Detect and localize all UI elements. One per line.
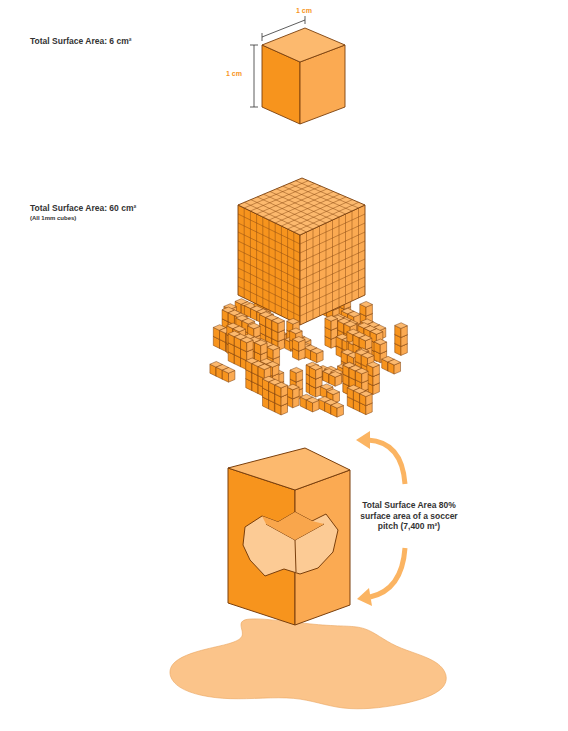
small-cube-top-face bbox=[360, 391, 373, 397]
divided-cube bbox=[210, 178, 407, 417]
grid-line bbox=[352, 211, 353, 301]
grid-line bbox=[238, 277, 300, 307]
dimension-line bbox=[262, 20, 305, 37]
dimension-tick bbox=[250, 107, 258, 108]
grid-line bbox=[238, 250, 300, 280]
arrow-head bbox=[357, 588, 372, 606]
grid-line bbox=[288, 200, 353, 229]
cube-of-small-cubes bbox=[238, 178, 365, 325]
small-cube-top-face bbox=[325, 315, 338, 321]
grid-line bbox=[281, 226, 282, 316]
small-cube-top-face bbox=[248, 323, 261, 329]
small-cube-top-face bbox=[306, 397, 319, 403]
small-cube-top-face bbox=[258, 364, 271, 370]
dimension-tick bbox=[305, 16, 306, 24]
small-cube-top-face bbox=[267, 344, 280, 350]
small-cube-top-face bbox=[367, 362, 380, 368]
grid-line bbox=[300, 268, 365, 298]
grid-line bbox=[345, 214, 346, 304]
small-cube-top-face bbox=[360, 301, 373, 307]
dimension-label: 1 cm bbox=[296, 7, 312, 16]
grid-line bbox=[358, 208, 359, 298]
small-cube-top-face bbox=[255, 340, 268, 346]
small-cube-top-face bbox=[275, 382, 288, 388]
small-cube-top-face bbox=[344, 321, 357, 327]
small-cube-top-face bbox=[272, 318, 285, 324]
grid-line bbox=[300, 286, 365, 316]
small-cube-top-face bbox=[242, 318, 255, 324]
small-cube-top-face bbox=[356, 368, 369, 374]
cube-of-small-cubes-top-face bbox=[238, 178, 365, 235]
surface-area-label: Total Surface Area: 6 cm² bbox=[30, 36, 132, 47]
small-cube-top-face bbox=[290, 367, 303, 373]
curved-arrow bbox=[368, 440, 405, 484]
small-cube-top-face bbox=[287, 318, 300, 324]
scattered-cubes-front bbox=[210, 301, 407, 417]
small-cube-top-face bbox=[361, 352, 374, 358]
small-cube-top-face bbox=[309, 364, 322, 370]
grid-line bbox=[293, 232, 294, 322]
grid-line bbox=[275, 194, 340, 223]
grid-line bbox=[289, 183, 352, 211]
grid-line bbox=[238, 286, 300, 316]
grid-line bbox=[276, 189, 339, 217]
small-cube-top-face bbox=[359, 335, 372, 341]
grid-line bbox=[238, 268, 300, 298]
grid-line bbox=[281, 197, 346, 226]
small-cube-top-face bbox=[233, 326, 246, 332]
grid-line bbox=[270, 192, 333, 221]
note: (All 1mm cubes) bbox=[30, 215, 76, 223]
small-cube-top-face bbox=[348, 311, 361, 317]
dimension-label: 1 cm bbox=[226, 70, 242, 79]
small-cube-top-face bbox=[222, 367, 235, 373]
grid-line bbox=[269, 192, 334, 221]
small-cube-top-face bbox=[395, 323, 408, 329]
dimension-tick bbox=[250, 45, 258, 46]
small-cube-top-face bbox=[327, 389, 340, 395]
grid-line bbox=[300, 277, 365, 307]
small-cube-top-face bbox=[320, 384, 333, 390]
cavity-wall bbox=[262, 512, 324, 540]
grid-line bbox=[238, 259, 300, 289]
curved-arrow bbox=[370, 548, 405, 597]
surface-area-label: Total Surface Area: 60 cm² bbox=[30, 203, 136, 214]
dimension-line bbox=[254, 45, 255, 107]
small-cube-top-face bbox=[287, 384, 300, 390]
arrow-head bbox=[356, 431, 370, 449]
grid-line bbox=[283, 186, 346, 214]
small-cube-top-face bbox=[290, 328, 303, 334]
cavity-edge bbox=[295, 540, 296, 572]
grid-line bbox=[287, 229, 288, 319]
porous-cube bbox=[170, 431, 446, 709]
small-cube-top-face bbox=[292, 336, 305, 342]
grid-line bbox=[300, 259, 365, 289]
grid-line bbox=[296, 181, 359, 208]
small-cube-top-face bbox=[311, 348, 324, 354]
dimension-tick bbox=[262, 33, 263, 41]
porous-cube-top-face bbox=[228, 448, 350, 490]
small-cube-top-face bbox=[329, 372, 342, 378]
small-cube-top-face bbox=[374, 339, 387, 345]
small-cube-top-face bbox=[331, 402, 344, 408]
surface-area-callout: Total Surface Area 80% surface area of a… bbox=[356, 500, 462, 532]
unit-cube-top-face bbox=[262, 28, 345, 62]
grid-line bbox=[275, 223, 276, 313]
puddle bbox=[170, 619, 446, 709]
small-cube-top-face bbox=[241, 337, 254, 343]
grid-line bbox=[339, 217, 340, 307]
small-cube-top-face bbox=[370, 329, 383, 335]
small-cube-top-face bbox=[388, 359, 401, 365]
unit-cube bbox=[250, 16, 345, 124]
grid-line bbox=[294, 202, 359, 232]
grid-line bbox=[300, 250, 365, 280]
cavity bbox=[243, 512, 338, 576]
